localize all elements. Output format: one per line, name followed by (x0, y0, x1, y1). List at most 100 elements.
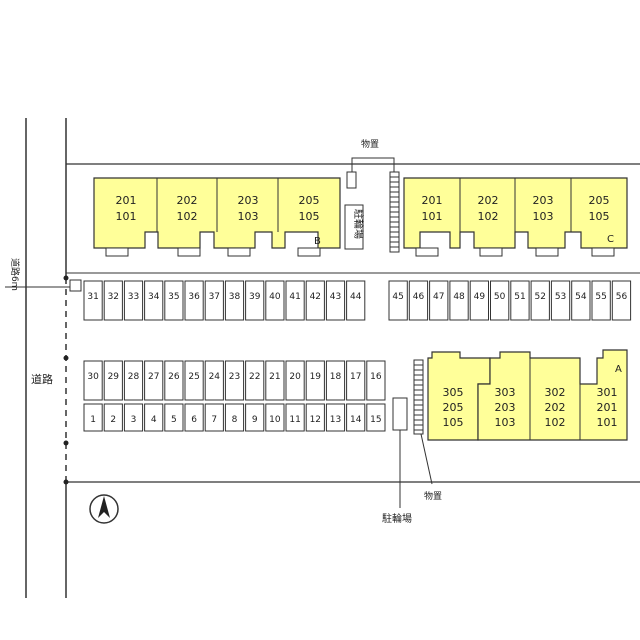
parking-space-number: 24 (209, 372, 221, 382)
parking-space (469, 280, 490, 321)
unit-upper: 202 (478, 194, 499, 207)
boundary-dot (63, 275, 69, 281)
unit-lower: 103 (238, 210, 259, 223)
parking-space-number: 40 (269, 292, 281, 302)
building-letter: A (615, 364, 622, 375)
parking-space-number: 2 (110, 415, 116, 425)
boundary-dot (63, 479, 69, 485)
parking-space (123, 403, 144, 432)
parking-space-number: 50 (494, 292, 506, 302)
parking-space-number: 21 (269, 372, 280, 382)
parking-space (265, 280, 285, 321)
parking-space (184, 403, 204, 432)
parking-space (388, 280, 408, 321)
parking-space-number: 8 (232, 415, 238, 425)
unit-lower: 101 (422, 210, 443, 223)
parking-space-number: 29 (108, 372, 120, 382)
storage-shed (346, 171, 357, 189)
parking-space (305, 403, 325, 432)
parking-space (429, 280, 449, 321)
parking-space (184, 360, 204, 401)
unit-top: 302 (545, 386, 566, 399)
parking-space-number: 48 (453, 292, 465, 302)
parking-space-number: 18 (330, 372, 342, 382)
parking-space-number: 42 (310, 292, 321, 302)
parking-space-number: 23 (229, 372, 240, 382)
unit-upper: 203 (533, 194, 554, 207)
parking-space-number: 13 (330, 415, 341, 425)
parking-space-number: 19 (310, 372, 322, 382)
parking-space (325, 280, 346, 321)
parking-space (144, 280, 164, 321)
parking-space (530, 280, 550, 321)
parking-space-number: 34 (148, 292, 160, 302)
parking-space (408, 280, 429, 321)
parking-space-number: 16 (370, 372, 382, 382)
unit-lower: 102 (478, 210, 499, 223)
parking-space-number: 6 (191, 415, 197, 425)
parking-space (611, 280, 632, 321)
unit-upper: 202 (177, 194, 198, 207)
parking-space-number: 45 (392, 292, 403, 302)
unit-top: 301 (597, 386, 618, 399)
unit-mid: 202 (545, 401, 566, 414)
parking-space-number: 7 (211, 415, 217, 425)
parking-space (103, 360, 123, 401)
parking-space (346, 280, 366, 321)
parking-space-number: 36 (188, 292, 200, 302)
parking-space-number: 26 (168, 372, 180, 382)
parking-space-number: 17 (350, 372, 361, 382)
parking-space (144, 403, 164, 432)
unit-bottom: 102 (545, 416, 566, 429)
bike-rack-bottom (413, 359, 424, 435)
parking-space-number: 25 (188, 372, 199, 382)
parking-space-number: 14 (350, 415, 362, 425)
parking-space-number: 9 (252, 415, 258, 425)
parking-space-number: 22 (249, 372, 260, 382)
parking-space (285, 280, 305, 321)
parking-space (224, 360, 245, 401)
unit-upper: 201 (116, 194, 137, 207)
parking-space (164, 280, 184, 321)
unit-top: 305 (443, 386, 464, 399)
parking-space (245, 403, 265, 432)
unit-upper: 203 (238, 194, 259, 207)
parking-space (265, 403, 285, 432)
parking-space (164, 403, 184, 432)
parking-space-number: 11 (289, 415, 300, 425)
parking-space-number: 39 (249, 292, 261, 302)
parking-space-number: 47 (433, 292, 444, 302)
parking-space (83, 280, 103, 321)
parking-space (346, 403, 366, 432)
parking-space-number: 33 (128, 292, 139, 302)
parking-space (83, 360, 103, 401)
unit-lower: 102 (177, 210, 198, 223)
parking-space (184, 280, 204, 321)
unit-mid: 205 (443, 401, 464, 414)
road-label: 道路 (31, 372, 53, 386)
parking-space (325, 403, 346, 432)
parking-space-number: 5 (171, 415, 177, 425)
parking-space (245, 280, 265, 321)
parking-space-number: 10 (269, 415, 281, 425)
parking-space (346, 360, 366, 401)
parking-space (103, 403, 123, 432)
parking-space (591, 280, 611, 321)
parking-space-number: 32 (108, 292, 119, 302)
parking-space (224, 280, 245, 321)
parking-space-number: 27 (148, 372, 159, 382)
parking-space-number: 15 (370, 415, 381, 425)
parking-space-number: 12 (310, 415, 321, 425)
parking-space-number: 44 (350, 292, 362, 302)
parking-space-number: 41 (289, 292, 300, 302)
parking-space-number: 43 (330, 292, 341, 302)
parking-space (164, 360, 184, 401)
bike-parking-bottom (392, 397, 408, 431)
parking-space (204, 280, 224, 321)
parking-space (103, 280, 123, 321)
parking-space-number: 1 (90, 415, 96, 425)
